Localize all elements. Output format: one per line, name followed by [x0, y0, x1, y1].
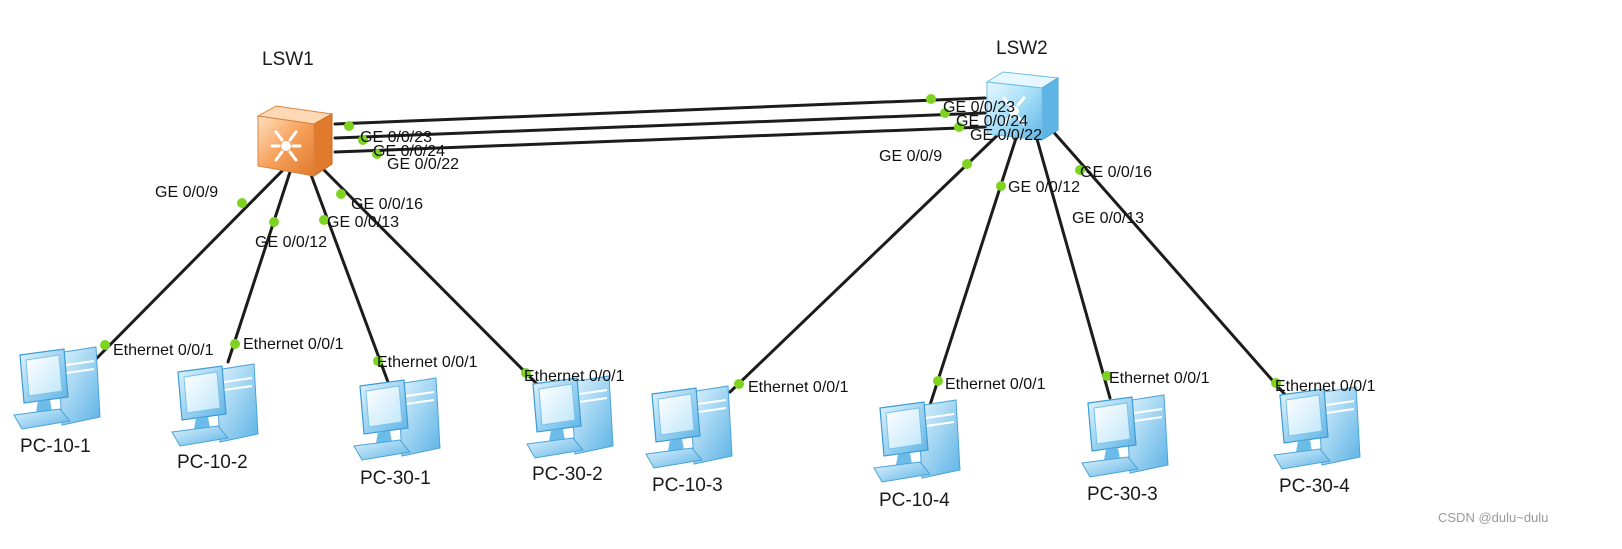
link-lsw1-pc-10-2[interactable]	[226, 170, 292, 364]
link-lsw2-pc-30-4[interactable]	[1048, 126, 1290, 400]
port-dot	[237, 198, 247, 208]
link-lsw1-pc-30-2[interactable]	[320, 166, 542, 389]
port-dot	[344, 121, 354, 131]
pc-10-4-label: PC-10-4	[879, 490, 950, 511]
pc-10-1-label: PC-10-1	[20, 436, 91, 457]
port-label: GE 0/0/22	[387, 156, 459, 173]
pc-10-4[interactable]: PC-10-4	[873, 399, 961, 511]
port-label: GE 0/0/9	[155, 184, 218, 201]
port-dot	[373, 356, 383, 366]
port-label: Ethernet 0/0/1	[748, 379, 849, 396]
pc-30-4-label: PC-30-4	[1279, 476, 1350, 497]
pc-icon	[171, 363, 259, 447]
trunk-link-ge23[interactable]	[333, 96, 987, 126]
port-label: Ethernet 0/0/1	[1275, 378, 1376, 395]
port-label: GE 0/0/23	[360, 129, 432, 146]
links	[93, 96, 1290, 407]
trunk-link-ge22[interactable]	[333, 125, 987, 154]
pc-icon	[526, 375, 614, 459]
port-label: Ethernet 0/0/1	[377, 354, 478, 371]
link-lsw2-pc-30-3[interactable]	[1033, 130, 1112, 400]
port-dot	[269, 217, 279, 227]
pc-30-2-label: PC-30-2	[532, 464, 603, 485]
pc-icon	[1273, 386, 1361, 470]
port-dot	[372, 149, 382, 159]
lsw2-switch[interactable]: LSW2	[985, 38, 1060, 141]
core-switch-icon	[1002, 96, 1026, 126]
pc-30-2[interactable]: PC-30-2	[526, 375, 614, 485]
trunk-link-ge24[interactable]	[333, 111, 987, 140]
port-label: GE 0/0/23	[943, 99, 1015, 116]
port-dot	[100, 340, 110, 350]
lsw1-label: LSW1	[262, 49, 314, 70]
pc-10-3-label: PC-10-3	[652, 475, 723, 496]
link-lsw2-pc-10-4[interactable]	[928, 130, 1020, 407]
port-dot	[996, 181, 1006, 191]
pc-30-3[interactable]: PC-30-3	[1081, 394, 1169, 505]
port-dot	[940, 108, 950, 118]
core-switch-icon	[270, 130, 302, 162]
pc-30-1[interactable]: PC-30-1	[353, 377, 441, 489]
pc-icon	[1081, 394, 1169, 478]
lsw2-label: LSW2	[996, 38, 1048, 59]
port-label: GE 0/0/13	[1072, 210, 1144, 227]
port-label: GE 0/0/24	[956, 113, 1028, 130]
port-dot	[1102, 371, 1112, 381]
pc-10-3[interactable]: PC-10-3	[645, 385, 733, 496]
link-lsw1-pc-10-1[interactable]	[93, 168, 285, 362]
pc-icon	[873, 399, 961, 483]
port-label: GE 0/0/12	[255, 234, 327, 251]
pc-icon	[353, 377, 441, 461]
watermark: CSDN @dulu~dulu	[1438, 510, 1548, 525]
port-label: Ethernet 0/0/1	[1109, 370, 1210, 387]
port-dot	[1075, 165, 1085, 175]
port-label: GE 0/0/13	[327, 214, 399, 231]
pc-10-2-label: PC-10-2	[177, 452, 248, 473]
port-dot	[521, 368, 531, 378]
port-label: GE 0/0/24	[373, 143, 445, 160]
port-dots	[100, 94, 1281, 389]
pc-10-2[interactable]: PC-10-2	[171, 363, 259, 473]
port-label: Ethernet 0/0/1	[524, 368, 625, 385]
port-labels: GE 0/0/23 GE 0/0/24 GE 0/0/22 GE 0/0/9 G…	[113, 99, 1376, 396]
port-dot	[336, 189, 346, 199]
link-lsw1-pc-30-1[interactable]	[308, 170, 390, 384]
link-lsw2-pc-10-3[interactable]	[728, 126, 1007, 394]
port-dot	[933, 376, 943, 386]
port-dot	[1271, 378, 1281, 388]
port-label: GE 0/0/12	[1008, 179, 1080, 196]
port-label: GE 0/0/22	[970, 127, 1042, 144]
port-dot	[358, 135, 368, 145]
port-label: Ethernet 0/0/1	[243, 336, 344, 353]
port-dot	[954, 122, 964, 132]
pc-30-4[interactable]: PC-30-4	[1273, 386, 1361, 497]
pc-icon	[645, 385, 733, 469]
port-label: Ethernet 0/0/1	[113, 342, 214, 359]
pc-30-3-label: PC-30-3	[1087, 484, 1158, 505]
port-label: Ethernet 0/0/1	[945, 376, 1046, 393]
pc-10-1[interactable]: PC-10-1	[13, 346, 101, 457]
port-label: GE 0/0/16	[1080, 164, 1152, 181]
port-dot	[734, 379, 744, 389]
pc-icon	[13, 346, 101, 430]
port-dot	[926, 94, 936, 104]
lsw1-switch[interactable]: LSW1	[256, 49, 334, 177]
pc-30-1-label: PC-30-1	[360, 468, 431, 489]
port-dot	[319, 215, 329, 225]
port-label: GE 0/0/9	[879, 148, 942, 165]
port-label: GE 0/0/16	[351, 196, 423, 213]
port-dot	[230, 339, 240, 349]
port-dot	[962, 159, 972, 169]
